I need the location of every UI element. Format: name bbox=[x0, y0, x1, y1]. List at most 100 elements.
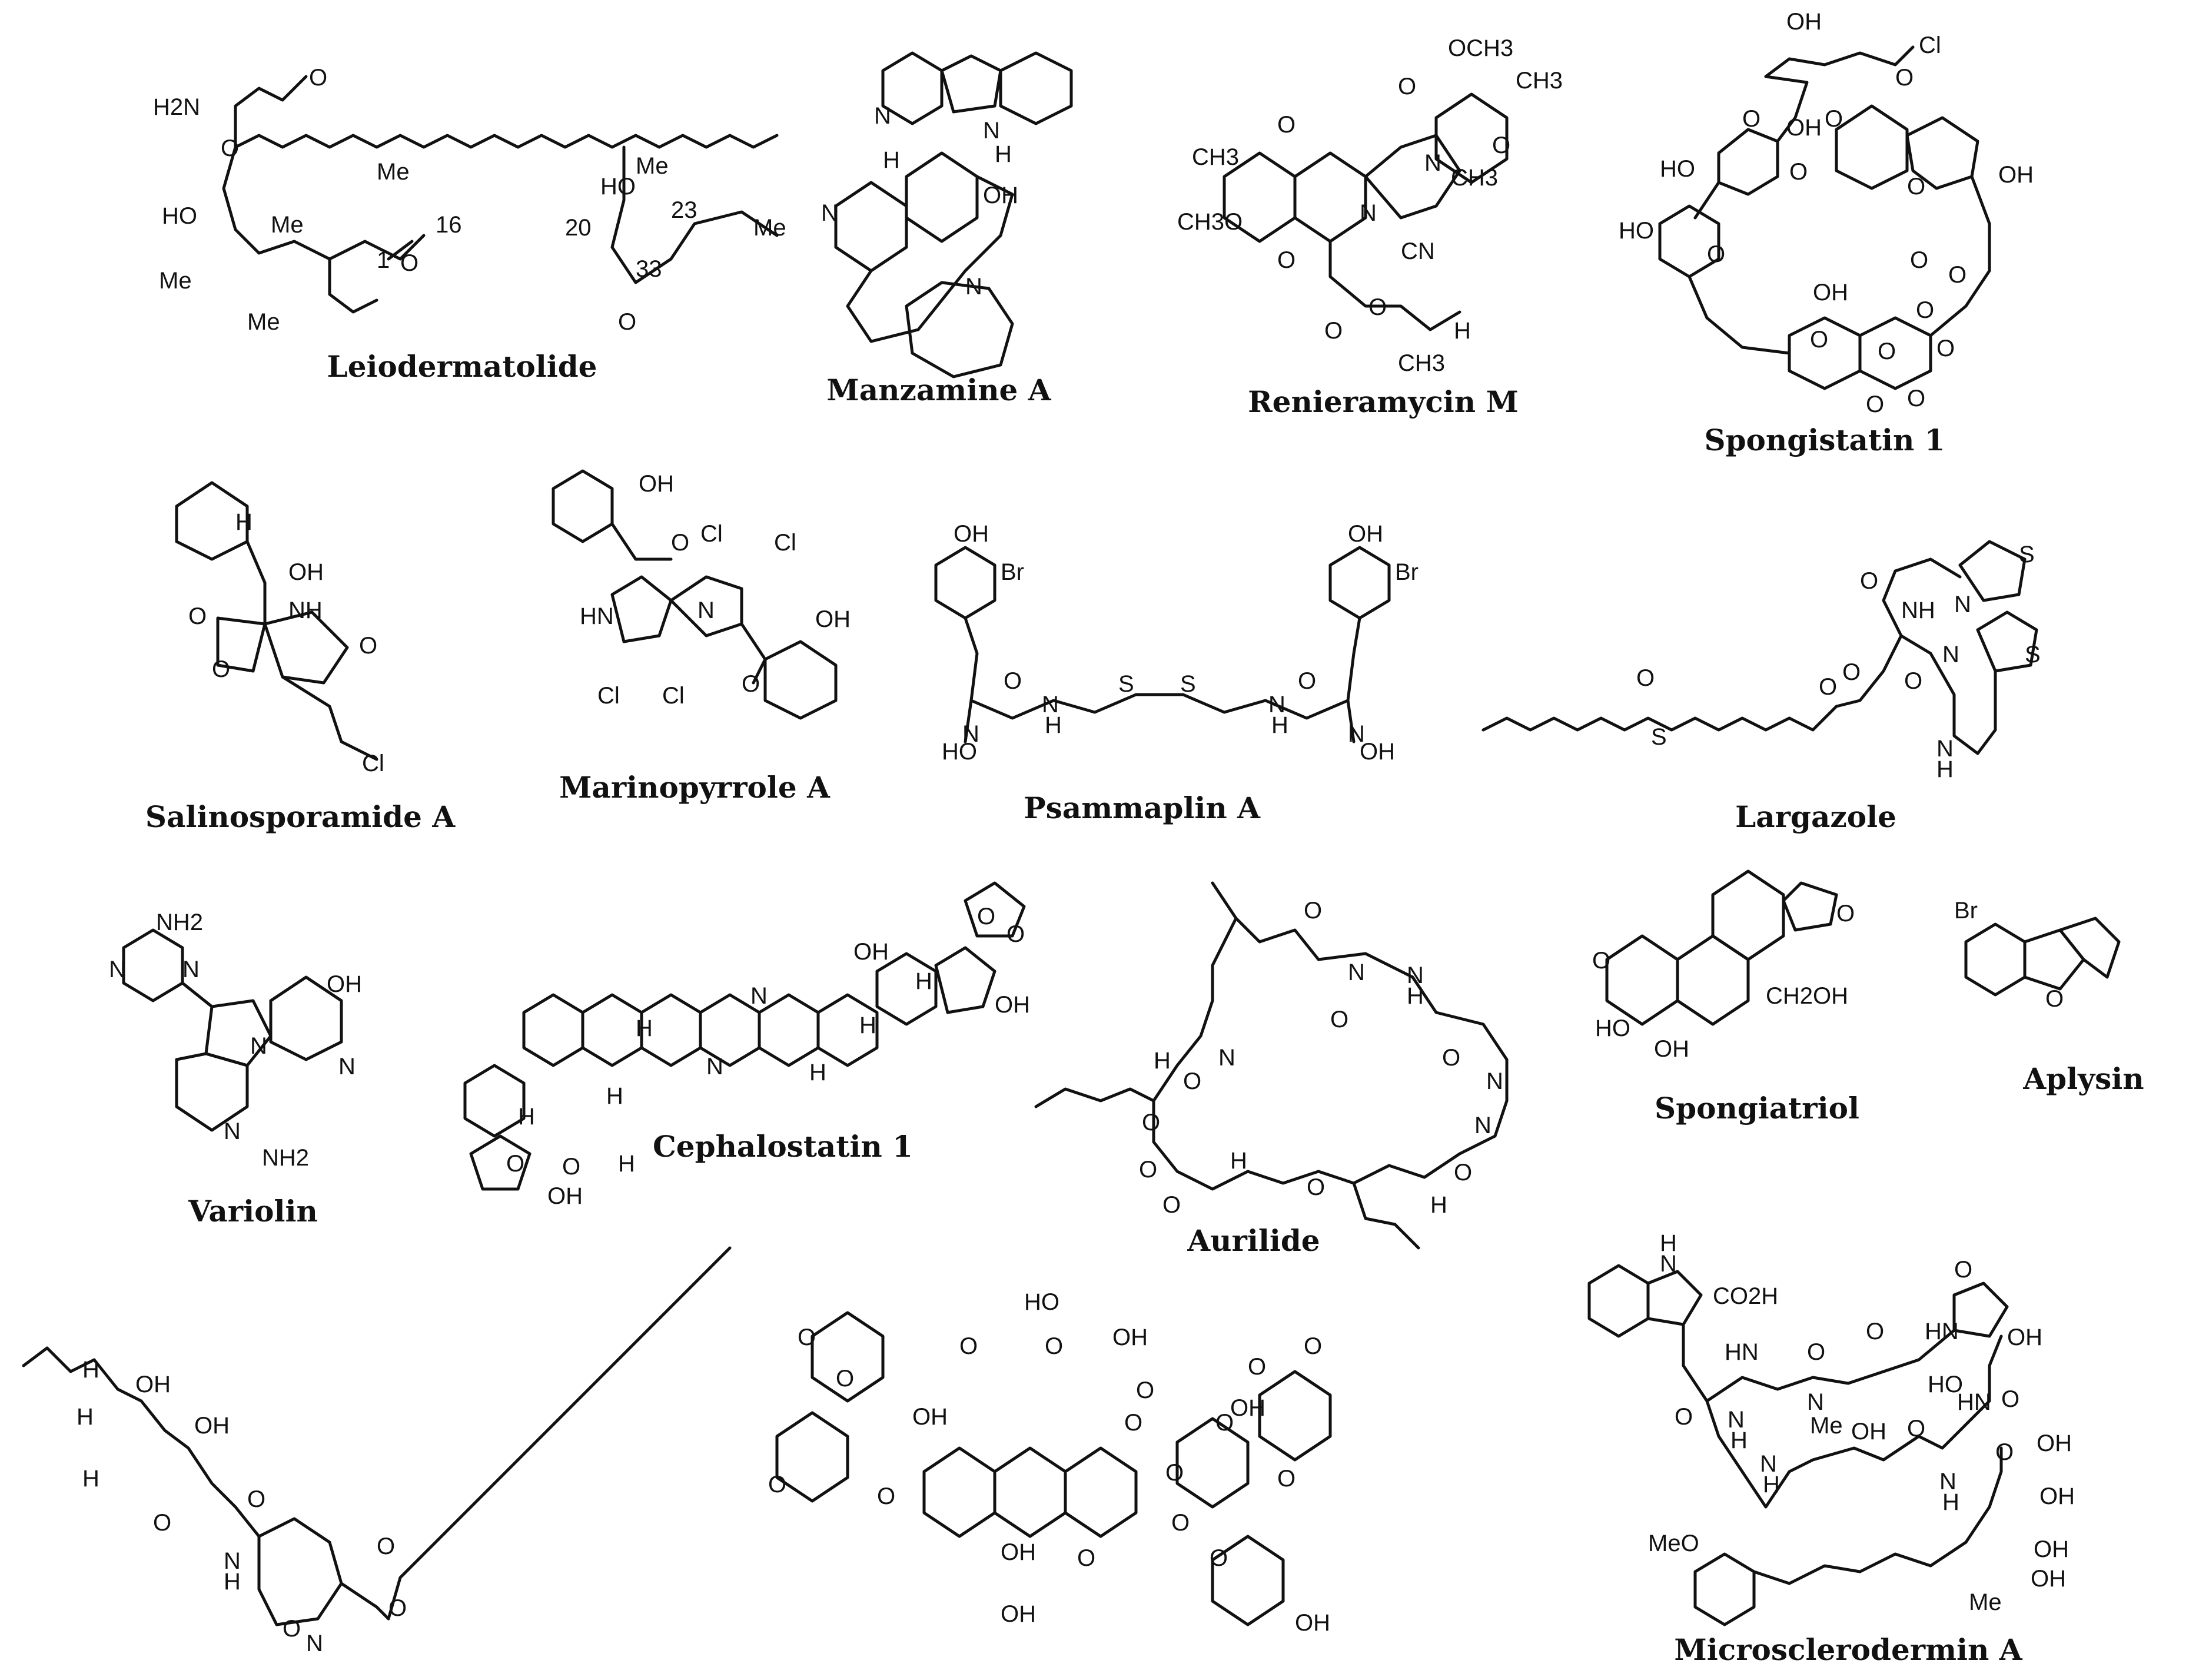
atom-label: O bbox=[1454, 1160, 1472, 1186]
atom-label: N bbox=[1728, 1407, 1745, 1433]
macrocycle-chain bbox=[1705, 1329, 1956, 1403]
phenol-ring-a bbox=[552, 469, 614, 543]
atom-label: H bbox=[77, 1404, 94, 1430]
atom-label: N bbox=[1042, 692, 1059, 718]
compound-label: Salinosporamide A bbox=[145, 799, 456, 834]
pyridine-ring bbox=[269, 975, 343, 1061]
atom-label: N bbox=[306, 1631, 323, 1656]
compound-label: Renieramycin M bbox=[1248, 384, 1519, 419]
atom-label: S bbox=[2025, 642, 2041, 668]
atom-label: OH bbox=[2007, 1324, 2042, 1350]
structure-psammaplin-a: OH Br OH Br O N H S S N H O N HO N OH bbox=[934, 521, 1419, 765]
atom-label: O bbox=[1742, 106, 1760, 132]
atom-label: O bbox=[1825, 106, 1843, 132]
side-chain-bond bbox=[1352, 1181, 1420, 1250]
atom-label: Cl bbox=[774, 530, 796, 556]
compound-label: Microsclerodermin A bbox=[1674, 1632, 2022, 1667]
atom-label: N bbox=[706, 1054, 723, 1080]
sugar-ring bbox=[775, 1411, 849, 1503]
structure-cephalostatin-1: OH O O OH N N H H H H H H O O OH H bbox=[463, 881, 1030, 1209]
dihydrofuran-ring bbox=[2023, 928, 2085, 991]
atom-label: H bbox=[224, 1569, 241, 1595]
atom-label: H bbox=[915, 968, 932, 994]
atom-label: H bbox=[1730, 1427, 1748, 1453]
steroid-ring bbox=[875, 952, 938, 1026]
macrocycle-chain bbox=[1152, 881, 1509, 1191]
atom-label: N bbox=[250, 1033, 267, 1059]
atom-label: OH bbox=[2031, 1566, 2066, 1592]
atom-label: H bbox=[518, 1104, 535, 1130]
sugar-ring bbox=[1175, 1417, 1250, 1509]
spiroketal-ring bbox=[469, 1134, 532, 1191]
compound-label: Marinopyrrole A bbox=[559, 770, 831, 805]
atom-label: O bbox=[1139, 1157, 1157, 1183]
atom-label: O bbox=[1954, 1257, 1972, 1283]
structure-manzamine-a: N N H H OH N N bbox=[821, 51, 1073, 379]
azocine-ring bbox=[905, 281, 1014, 379]
carbamate-bond bbox=[234, 75, 308, 149]
atom-label: H bbox=[606, 1083, 623, 1109]
pyrrolidinone-ring bbox=[1952, 1281, 2009, 1338]
atom-label: O bbox=[188, 603, 207, 629]
side-chain-bond bbox=[1034, 1087, 1155, 1108]
atom-label: OH bbox=[1001, 1601, 1036, 1627]
atom-label: HO bbox=[162, 203, 197, 229]
atom-label: OH bbox=[853, 939, 889, 965]
atom-label: Cl bbox=[597, 683, 620, 709]
atom-label: O bbox=[1210, 1545, 1228, 1571]
ester-bond bbox=[340, 1582, 390, 1621]
oxime-bond bbox=[1346, 699, 1356, 743]
anisole-ring bbox=[1693, 1552, 1756, 1626]
atom-label: N bbox=[965, 274, 982, 300]
atom-label: O bbox=[1004, 668, 1022, 694]
atom-label: HN bbox=[1925, 1319, 1959, 1344]
atom-label: CH3 bbox=[1451, 165, 1498, 191]
atom-label: O bbox=[1304, 898, 1322, 924]
atom-label: O bbox=[1307, 1174, 1325, 1200]
atom-label: Br bbox=[1395, 559, 1419, 585]
atom-label: CH3O bbox=[1177, 209, 1243, 235]
macrocycle-chain bbox=[1899, 634, 1997, 755]
atom-label: Me bbox=[753, 215, 786, 241]
sugar-ring bbox=[1211, 1535, 1285, 1626]
atom-label: N bbox=[1807, 1389, 1824, 1415]
atom-label: H bbox=[235, 509, 253, 535]
atom-label: H bbox=[82, 1357, 99, 1383]
atom-label: N bbox=[1760, 1451, 1777, 1477]
atom-label: CH3 bbox=[1192, 144, 1239, 170]
pyrrole-ring-b bbox=[669, 575, 743, 638]
atom-label: OH bbox=[1998, 162, 2034, 188]
compound-label: Leiodermatolide bbox=[327, 349, 597, 384]
atom-label: O bbox=[1006, 921, 1025, 947]
atom-label: H bbox=[1045, 712, 1062, 738]
macro-chain bbox=[1764, 75, 1809, 143]
atom-label: H bbox=[618, 1151, 635, 1177]
phenol-ring-b bbox=[763, 640, 838, 720]
lactam-ring bbox=[263, 610, 349, 685]
pyrrole-ring-a bbox=[610, 575, 673, 643]
atom-label: H bbox=[1407, 983, 1424, 1009]
atom-label: HO bbox=[1595, 1015, 1630, 1041]
atom-label: O bbox=[1636, 665, 1655, 691]
atom-label: OH bbox=[1654, 1036, 1689, 1062]
methyl-bond bbox=[328, 257, 378, 314]
atom-label: Me bbox=[1969, 1589, 2002, 1615]
compound-label: Aplysin bbox=[2022, 1061, 2144, 1096]
atom-label: OH bbox=[547, 1183, 583, 1209]
macrocycle-chain bbox=[1788, 557, 1962, 732]
atom-label: O bbox=[1910, 247, 1928, 273]
atom-label: CN bbox=[1401, 238, 1435, 264]
atom-label: NH2 bbox=[156, 909, 203, 935]
aliphatic-chain bbox=[1752, 1446, 2003, 1585]
atom-label: O bbox=[1442, 1045, 1460, 1071]
benzene-ring bbox=[1964, 922, 2027, 997]
atom-label: OH bbox=[327, 971, 362, 997]
locant-label: 16 bbox=[436, 212, 462, 238]
structure-microsclerodermin-a: H N CO2H O HN O HN N O OH Me O HO N H O … bbox=[1587, 1230, 2075, 1626]
pyrimidine-ring-b bbox=[175, 1052, 249, 1132]
atom-label: OH bbox=[2039, 1483, 2075, 1509]
atom-label: OH bbox=[1295, 1610, 1330, 1636]
atom-label: O bbox=[1907, 1416, 1925, 1442]
atom-label: O bbox=[1907, 386, 1925, 411]
